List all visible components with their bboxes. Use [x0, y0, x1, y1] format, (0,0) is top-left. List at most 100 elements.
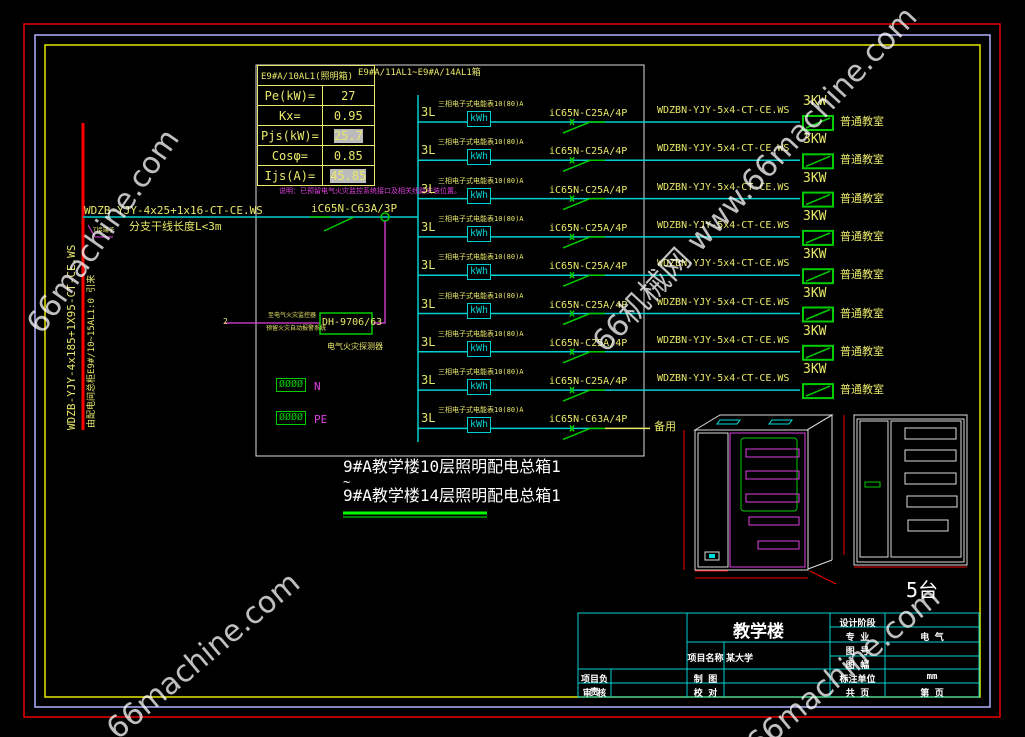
load-label: 普通教室 [840, 383, 884, 397]
table-value: 27 [321, 85, 375, 106]
quantity-label: 5台 [906, 578, 939, 602]
cable-label: WDZBN-YJY-5x4-CT-CE.WS [657, 258, 790, 270]
power-label: 3KW [803, 94, 827, 109]
phase-label: 3L [421, 105, 436, 119]
power-label: 3KW [803, 285, 827, 301]
load-symbol [802, 306, 834, 323]
breaker-x [569, 233, 575, 241]
phase-label: 3L [421, 334, 436, 349]
phase-label: 3L [421, 181, 436, 196]
breaker-x [569, 156, 575, 164]
table-value: 45.85 [321, 165, 375, 186]
wire-count: 2 [223, 317, 228, 326]
meter-label: 三相电子式电能表10(80)A [438, 100, 524, 108]
load-symbol [802, 229, 834, 246]
riser-note: 由配电间总柜E9#/10~15AL1:0 引来 [87, 274, 97, 428]
load-label: 普通教室 [840, 115, 884, 128]
project-name: 某大学 [726, 654, 754, 664]
fire-monitor-model: DH-9706/63 [322, 317, 383, 328]
load-symbol [802, 115, 834, 131]
breaker-label: iC65N-C25A/4P [549, 108, 628, 119]
load-diagonal [805, 155, 831, 167]
breaker-contact [562, 427, 591, 441]
table-key: Ijs(A)= [257, 165, 323, 186]
table-header: E9#A/10AL1(照明箱) [257, 65, 375, 86]
fire-monitor-note-2: 预留火灾自动报警系统 [266, 325, 327, 332]
load-label: 普通教室 [840, 229, 884, 243]
kwh-meter: kWh [467, 379, 492, 396]
main-breaker-label: iC65N-C63A/3P [311, 202, 398, 215]
table-key: Cosφ= [257, 145, 323, 166]
load-label: 备用 [654, 420, 676, 434]
power-label: 3KW [803, 247, 827, 263]
load-symbol [802, 153, 834, 170]
drafter-label: 制 图 [693, 675, 718, 685]
cable-label: WDZBN-YJY-5x4-CT-CE.WS [657, 219, 790, 231]
tap-label: T接端子 [93, 227, 115, 234]
reviewer-label: 审 核 [582, 689, 607, 699]
cable-label: WDZBN-YJY-5x4-CT-CE.WS [657, 373, 790, 385]
unit-label: 标注单位 [839, 675, 876, 685]
phase-label: 3L [421, 143, 436, 158]
breaker-x [569, 118, 575, 126]
table-key: Pe(kW)= [257, 85, 323, 106]
load-label: 普通教室 [840, 268, 884, 282]
main-breaker-symbol [323, 216, 355, 232]
table-value: 0.85 [321, 145, 375, 166]
cable-label: WDZBN-YJY-5x4-CT-CE.WS [657, 181, 790, 193]
phase-label: 3L [421, 411, 436, 426]
load-symbol [802, 344, 834, 361]
design-stage-label: 设计阶段 [839, 619, 876, 629]
phase-label: 3L [421, 258, 436, 273]
cable-label: WDZBN-YJY-5x4-CT-CE.WS [657, 334, 790, 346]
n-terminal-block: ØØØØ [276, 378, 307, 392]
breaker-contact [562, 274, 591, 287]
page-number-label: 第 页 [920, 689, 944, 699]
phase-label: 3L [421, 219, 436, 234]
middle-frame [34, 34, 991, 708]
phase-label: 3L [421, 296, 436, 311]
sheet-size-label: 图 幅 [845, 661, 870, 671]
breaker-contact [562, 159, 591, 172]
pe-terminal-label: PE [314, 413, 328, 426]
kwh-meter: kWh [467, 264, 492, 281]
kwh-meter: kWh [467, 417, 492, 434]
panel-title-tilde: ~ [343, 475, 351, 489]
breaker-contact [562, 236, 591, 249]
breaker-contact [562, 312, 591, 326]
drawing-no-label: 图 号 [845, 647, 870, 657]
kwh-meter: kWh [467, 187, 492, 204]
breaker-contact [562, 197, 591, 211]
load-diagonal [805, 385, 831, 397]
design-note: 说明：已预留电气火灾监控系统接口及相关线路安装位置。 [279, 187, 461, 195]
meter-label: 三相电子式电能表10(80)A [438, 138, 524, 147]
load-label: 普通教室 [840, 306, 884, 320]
project-lead-label: 项目负责 [580, 675, 608, 698]
meter-label: 三相电子式电能表10(80)A [438, 176, 524, 185]
meter-label: 三相电子式电能表10(80)A [438, 214, 524, 223]
breaker-label: iC65N-C25A/4P [549, 222, 628, 234]
fire-monitor-box [319, 312, 373, 335]
breaker-contact [562, 121, 591, 134]
breaker-contact [562, 389, 591, 402]
load-calculation-table: E9#A/10AL1(照明箱) Pe(kW)=27 Kx=0.95 Pjs(kW… [257, 65, 375, 186]
meter-label: 三相电子式电能表10(80)A [438, 253, 524, 262]
meter-label: 三相电子式电能表10(80)A [438, 406, 524, 415]
total-pages-label: 共 页 [845, 689, 870, 699]
load-label: 普通教室 [840, 153, 884, 167]
breaker-x [569, 424, 575, 432]
outer-frame [23, 23, 1001, 718]
kwh-meter: kWh [467, 340, 492, 357]
discipline-label: 专 业 [845, 633, 870, 643]
table-value: 0.95 [321, 105, 375, 126]
power-label: 3KW [803, 132, 827, 148]
power-label: 3KW [803, 362, 827, 378]
project-title: 教学楼 [733, 622, 784, 642]
table-value: 25.7 [321, 125, 375, 146]
panel-title-1: 9#A教学楼10层照明配电总箱1 [343, 457, 561, 476]
checker-label: 校 对 [693, 689, 718, 699]
breaker-contact [562, 351, 591, 364]
load-label: 普通教室 [840, 191, 884, 205]
breaker-label: iC65N-C25A/4P [549, 261, 628, 273]
power-label: 3KW [803, 170, 827, 186]
